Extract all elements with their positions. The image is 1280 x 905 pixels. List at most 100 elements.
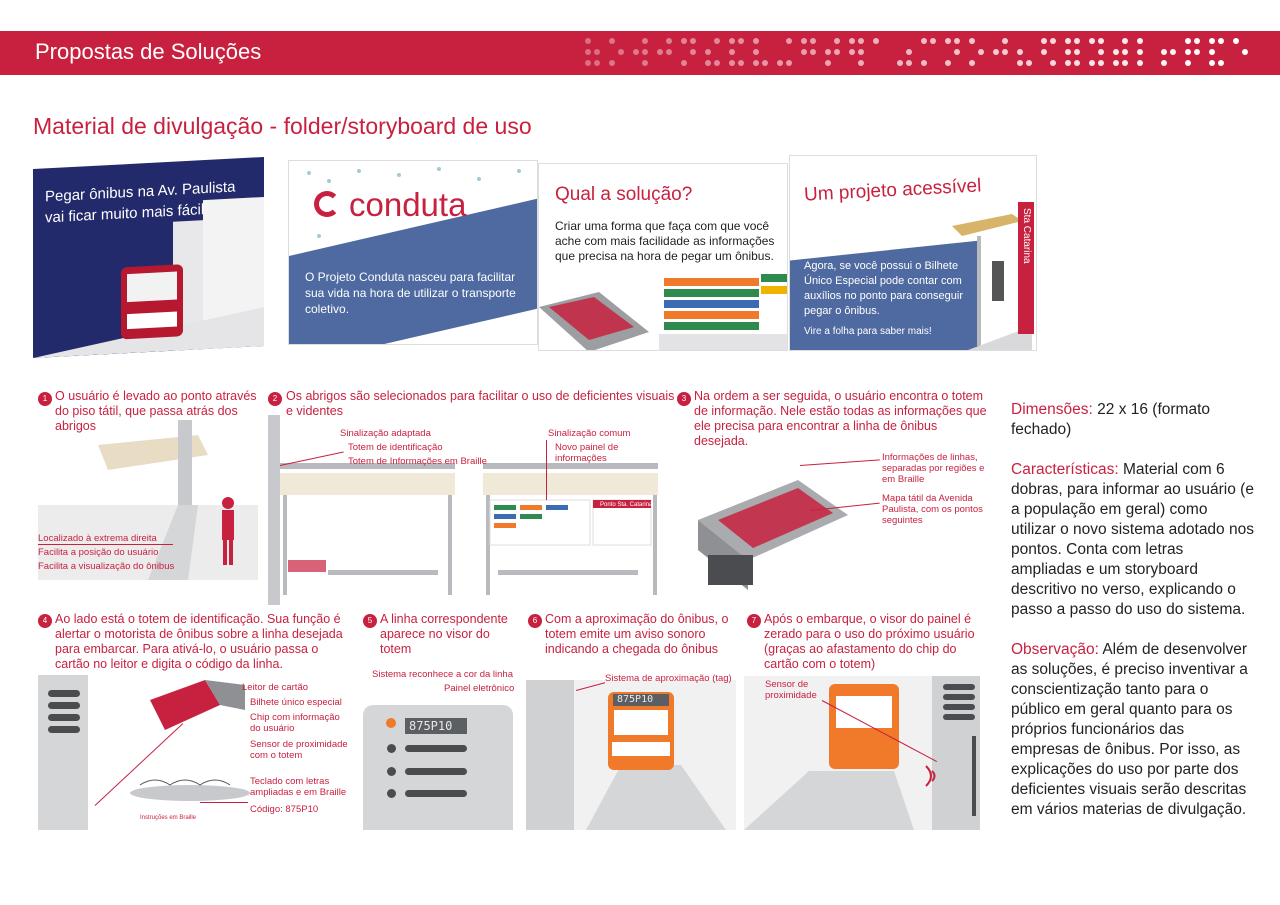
step-7-label-1: Sensor de proximidade: [765, 679, 817, 701]
braille-dot: [810, 38, 816, 44]
braille-dot: [801, 49, 807, 55]
section-title: Material de divulgação - folder/storyboa…: [33, 113, 532, 139]
step-3-label-1: Informações de linhas, separadas por reg…: [882, 452, 985, 485]
step-7-caption: Após o embarque, o visor do painel é zer…: [764, 612, 975, 671]
step-7-number: 7: [747, 614, 761, 628]
braille-dot: [921, 60, 927, 66]
step-4-slot-4: [48, 726, 80, 733]
step-1-illustration: [38, 420, 258, 580]
braille-dot: [633, 49, 639, 55]
braille-dot: [858, 60, 864, 66]
braille-dot: [1122, 38, 1128, 44]
braille-dot: [585, 38, 591, 44]
step-5-display: [405, 718, 467, 734]
braille-dot: [906, 60, 912, 66]
step-4-label-6: Código: 875P10: [250, 804, 319, 815]
step-4-label-5: Teclado com letras ampliadas e em Braill…: [250, 776, 347, 798]
step-6-number: 6: [528, 614, 542, 628]
braille-dot: [1098, 49, 1104, 55]
braille-dot: [873, 38, 879, 44]
braille-dot: [729, 60, 735, 66]
braille-dot: [690, 49, 696, 55]
braille-dot: [1065, 60, 1071, 66]
conduta-logo-icon: [314, 191, 340, 217]
braille-dot: [1122, 60, 1128, 66]
spec-characteristics-key: Características:: [1011, 461, 1119, 478]
panel4-heading: Um projeto acessível: [803, 175, 982, 206]
braille-dot: [1233, 38, 1239, 44]
braille-dot: [1122, 49, 1128, 55]
bus-stop-sign: [1018, 202, 1034, 334]
folder-panel-1: Pegar ônibus na Av. Paulista vai ficar m…: [33, 156, 264, 359]
braille-dot: [993, 49, 999, 55]
step-4-totem: [38, 675, 88, 830]
folder-panel-4: Um projeto acessível Agora, se você poss…: [789, 155, 1037, 351]
braille-dot: [849, 38, 855, 44]
braille-dot: [1002, 38, 1008, 44]
braille-dot: [969, 60, 975, 66]
step-3-number: 3: [677, 392, 691, 406]
step-1-label-1: Localizado à extrema direita: [38, 533, 157, 544]
braille-dot: [738, 38, 744, 44]
braille-dot: [762, 60, 768, 66]
braille-dot: [1050, 60, 1056, 66]
braille-dot: [1161, 60, 1167, 66]
braille-dot: [1137, 38, 1143, 44]
spec-observation-key: Observação:: [1011, 641, 1099, 658]
braille-dot: [1065, 38, 1071, 44]
braille-dot: [666, 49, 672, 55]
step-5-slot-3: [405, 790, 467, 797]
braille-dot: [753, 49, 759, 55]
braille-pattern: [585, 36, 1255, 70]
braille-dot: [945, 60, 951, 66]
braille-dot: [945, 38, 951, 44]
braille-dot: [1161, 49, 1167, 55]
shelter-illustration: [952, 214, 1032, 350]
spec-dimensions: Dimensões: 22 x 16 (formato fechado): [1011, 400, 1256, 440]
braille-dot: [978, 49, 984, 55]
braille-dot: [1209, 60, 1215, 66]
braille-dot: [1089, 60, 1095, 66]
braille-dot: [642, 49, 648, 55]
folder-panel-3: Qual a solução? Criar uma forma que faça…: [538, 163, 788, 351]
step-6-caption: Com a aproximação do ônibus, o totem emi…: [545, 612, 729, 656]
braille-dot: [921, 38, 927, 44]
braille-dot: [657, 49, 663, 55]
step-2-label-2: Totem de identificação: [348, 442, 443, 453]
braille-dot: [1041, 38, 1047, 44]
step-6-illustration: [526, 680, 726, 830]
header-title: Propostas de Soluções: [35, 39, 262, 64]
step-4-label-1: Leitor de cartão: [242, 682, 309, 693]
step-3-totem-illustration: [698, 480, 848, 590]
step-6-label-1: Sistema de aproximação (tag): [605, 673, 732, 684]
braille-dot: [1074, 38, 1080, 44]
spec-characteristics-value: Material com 6 dobras, para informar ao …: [1011, 461, 1254, 618]
braille-dot: [825, 60, 831, 66]
keypad-illustration: [130, 779, 250, 801]
braille-dot: [705, 49, 711, 55]
braille-dot: [897, 60, 903, 66]
braille-dot: [618, 49, 624, 55]
step-5-slot-1: [405, 745, 467, 752]
braille-dot: [1002, 49, 1008, 55]
braille-dot: [1050, 38, 1056, 44]
step-4-label-4: Sensor de proximidade com o totem: [250, 739, 348, 761]
braille-dot: [810, 49, 816, 55]
step-4-slot-1: [48, 690, 80, 697]
step-4-caption: Ao lado está o totem de identificação. S…: [55, 612, 343, 671]
braille-dot: [1017, 60, 1023, 66]
braille-dot: [594, 49, 600, 55]
braille-dot: [1113, 60, 1119, 66]
braille-dot: [585, 49, 591, 55]
step-2-label-6: Ponto Sta. Catarina: [600, 502, 653, 508]
braille-dot: [690, 38, 696, 44]
spec-observation: Observação: Além de desenvolver as soluç…: [1011, 640, 1256, 820]
folder-panel-2: conduta O Projeto Conduta nasceu para fa…: [288, 160, 538, 345]
braille-dot: [729, 38, 735, 44]
braille-dot: [705, 60, 711, 66]
braille-dot: [1098, 38, 1104, 44]
braille-dot: [714, 60, 720, 66]
step-2-label-1: Sinalização adaptada: [340, 428, 431, 439]
braille-dot: [1041, 49, 1047, 55]
step-5-dot-1: [387, 744, 396, 753]
